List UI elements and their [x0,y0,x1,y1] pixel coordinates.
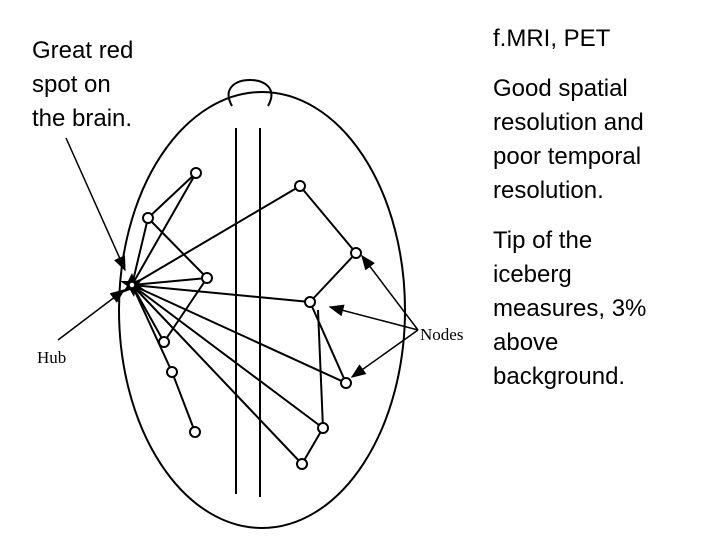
left-caption-line-2: spot on [32,71,111,98]
edge [163,277,208,343]
node [189,426,201,438]
node [201,272,213,284]
edge [131,284,165,343]
left-caption-line-3: the brain. [32,105,133,132]
edge [131,217,149,286]
nodes-label: Nodes [420,325,463,344]
node [350,247,362,259]
bullet-item: Good spatial resolution and poor tempora… [493,72,646,208]
nodes-arrow [350,329,419,378]
edge [309,301,347,384]
bullet-line: f.MRI, PET [493,25,611,52]
node [166,366,178,378]
edge [131,172,197,286]
bullet-line: resolution and [493,109,644,136]
edge [171,371,196,433]
edge [309,252,357,303]
edge [131,284,303,465]
head-knob [227,78,273,107]
node [317,422,329,434]
bullet-list: f.MRI, PET Good spatial resolution and p… [493,22,646,410]
node [294,180,306,192]
node [142,212,154,224]
edge [131,284,324,429]
node [158,336,170,348]
edge [147,217,208,279]
hub-arrow [57,289,126,341]
bullet-line: Tip of the [493,227,593,254]
bullet-line: resolution. [493,177,604,204]
bullet-line: Good spatial [493,75,628,102]
head-outline [118,91,406,529]
node [340,377,352,389]
edge [131,284,173,373]
bullet-item: Tip of the iceberg measures, 3% above ba… [493,224,646,394]
bullet-line: iceberg [493,261,572,288]
node [190,167,202,179]
nodes-arrow [361,254,419,331]
bullet-line: measures, 3% [493,295,647,322]
hub-icon [120,273,145,297]
hub-label: Hub [37,348,66,367]
node [296,458,308,470]
edge [301,427,324,465]
bullet-line: above [493,329,559,356]
edge [299,185,357,254]
nodes-arrow [328,304,419,331]
edge [131,277,208,286]
edge [317,309,324,429]
edge [131,284,347,384]
left-caption-line-1: Great red [32,37,134,64]
caption-arrow [65,137,126,272]
bullet-item: f.MRI, PET [493,22,646,56]
left-caption: Great red spot on the brain. [32,34,133,136]
edge [131,185,301,286]
edge [147,172,197,219]
bullet-line: background. [493,363,626,390]
node [304,296,316,308]
edge [131,284,311,303]
bullet-line: poor temporal [493,143,642,170]
